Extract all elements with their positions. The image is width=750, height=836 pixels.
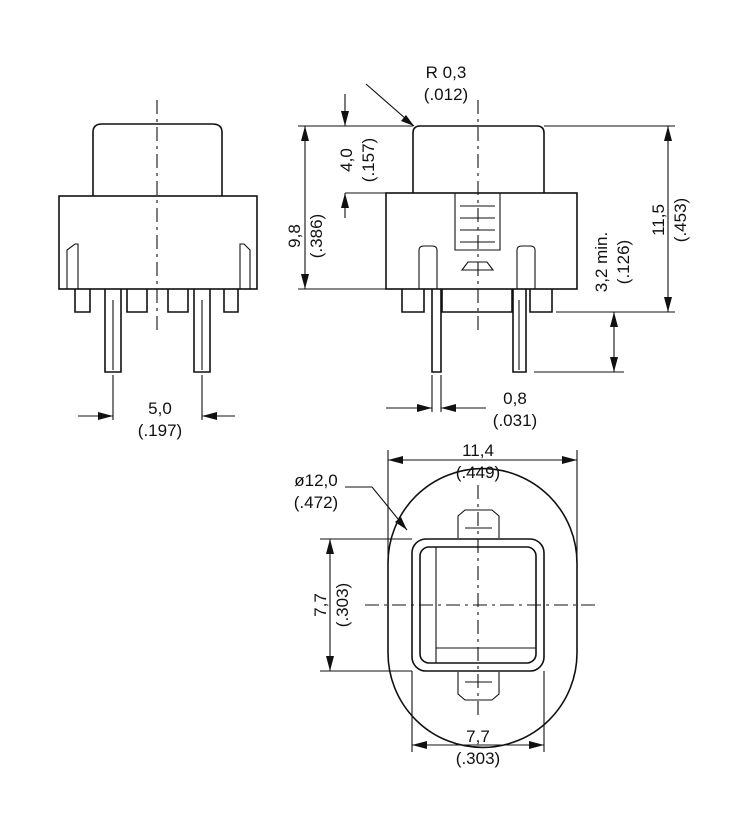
body-width-imperial: (.449): [456, 463, 500, 482]
total-height-dimension: 11,5 (.453): [544, 125, 690, 313]
body-height-dimension: 9,8 (.386): [285, 125, 413, 290]
pin-spacing-dimension: 5,0 (.197): [78, 375, 235, 440]
radius-callout: R 0,3 (.012): [365, 63, 468, 127]
diameter-imperial: (.472): [294, 493, 338, 512]
cap-side-vertical-metric: 7,7: [311, 593, 330, 617]
cap-side-vertical-imperial: (.303): [333, 583, 352, 627]
body-width-metric: 11,4: [462, 441, 494, 460]
body-height-imperial: (.386): [307, 214, 326, 258]
pin-length-metric: 3,2 min.: [592, 232, 611, 292]
diameter-metric: ø12,0: [294, 471, 337, 490]
radius-metric: R 0,3: [426, 63, 467, 82]
total-height-metric: 11,5: [649, 204, 668, 236]
pin-spacing-imperial: (.197): [138, 421, 182, 440]
cap-height-dimension: 4,0 (.157): [337, 94, 386, 218]
pin-width-imperial: (.031): [493, 411, 537, 430]
front-view: [58, 100, 258, 373]
diameter-callout: ø12,0 (.472): [294, 471, 408, 531]
body-height-metric: 9,8: [285, 224, 304, 248]
body-width-dimension: 11,4 (.449): [387, 441, 578, 563]
cap-side-horizontal-metric: 7,7: [466, 727, 490, 746]
radius-imperial: (.012): [424, 85, 468, 104]
pin-spacing-metric: 5,0: [148, 399, 172, 418]
cap-side-vertical-dimension: 7,7 (.303): [311, 538, 412, 672]
cap-side-horizontal-imperial: (.303): [456, 749, 500, 768]
pin-length-imperial: (.126): [614, 240, 633, 284]
pin-width-metric: 0,8: [503, 389, 527, 408]
top-view: [365, 467, 595, 749]
cap-height-metric: 4,0: [337, 148, 356, 172]
pin-width-dimension: 0,8 (.031): [386, 375, 537, 430]
cap-side-horizontal-dimension: 7,7 (.303): [411, 671, 545, 768]
pin-length-dimension: 3,2 min. (.126): [534, 232, 633, 373]
total-height-imperial: (.453): [671, 198, 690, 242]
cap-height-imperial: (.157): [359, 138, 378, 182]
side-view: [385, 100, 578, 373]
